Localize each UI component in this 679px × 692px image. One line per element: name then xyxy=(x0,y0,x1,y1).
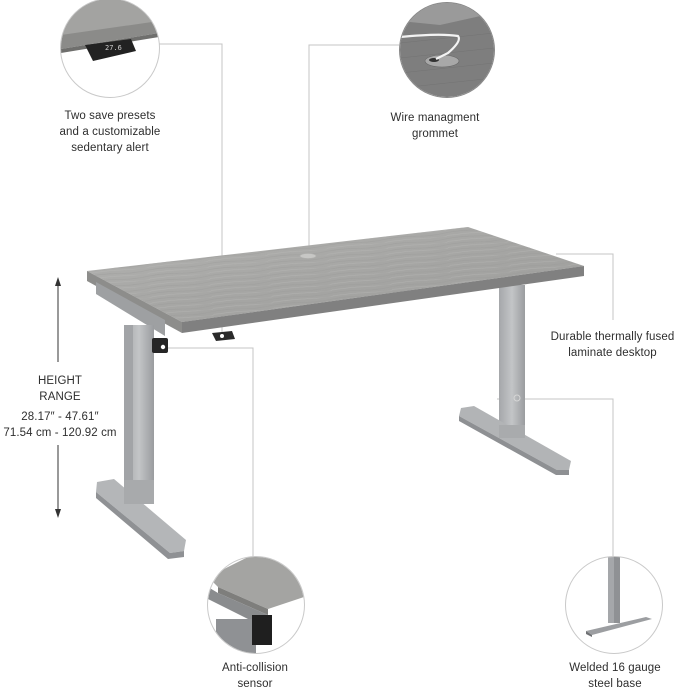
height-range-title: HEIGHT RANGE xyxy=(37,375,83,403)
presets-detail-circle: 27.6 xyxy=(60,0,160,98)
base-label: Welded 16 gauge steel base xyxy=(569,662,661,690)
sensor-image xyxy=(208,557,304,653)
laminate-label: Durable thermally fused laminate desktop xyxy=(550,331,675,359)
display-readout: 27.6 xyxy=(105,44,122,52)
sensor-label: Anti-collision sensor xyxy=(222,662,288,690)
sensor-detail-circle xyxy=(207,556,305,654)
desktop-top xyxy=(87,227,584,336)
anti-collision-sensor xyxy=(152,338,168,353)
base-detail-circle xyxy=(565,556,663,654)
base-image xyxy=(586,557,652,637)
leader-lines xyxy=(158,43,614,557)
control-display-image xyxy=(61,0,159,61)
grommet-label: Wire managment grommet xyxy=(390,112,480,140)
control-panel xyxy=(212,331,235,341)
height-range-cm: 71.54 cm - 120.92 cm xyxy=(3,427,117,439)
height-range-label: HEIGHT RANGE 28.17″ - 47.61″ 71.54 cm - … xyxy=(0,373,120,441)
grommet-detail-circle xyxy=(399,2,495,98)
height-range-inches: 28.17″ - 47.61″ xyxy=(21,411,99,423)
right-leg xyxy=(459,285,571,475)
presets-label: Two save presets and a customizable sede… xyxy=(59,110,161,154)
height-arrow xyxy=(55,277,61,518)
left-leg xyxy=(96,325,186,559)
grommet-image xyxy=(400,3,494,97)
